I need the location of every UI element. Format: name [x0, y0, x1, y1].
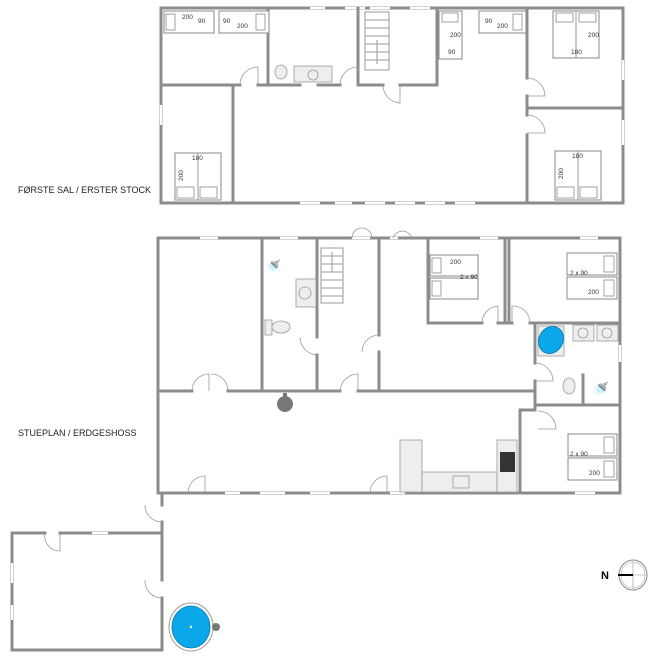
door[interactable]	[534, 362, 554, 382]
bed-twin: 200 2 x 90	[429, 254, 479, 300]
fridge	[399, 439, 423, 493]
bed-twin: 2 x 90 200	[566, 252, 618, 300]
spa-tub-icon	[538, 326, 564, 354]
sink-icon	[298, 286, 312, 300]
bed-double: 200 180	[552, 10, 600, 59]
svg-text:90: 90	[485, 18, 493, 25]
svg-text:200: 200	[588, 32, 599, 39]
bed-twin: 2 x 90 200	[567, 433, 618, 481]
toilet-tank	[264, 319, 273, 336]
door[interactable]	[361, 334, 380, 353]
svg-text:180: 180	[572, 153, 583, 160]
door[interactable]	[392, 230, 413, 239]
door[interactable]	[382, 84, 401, 104]
ground-floor: 🚿 🚿 200 2 x 90 2 x 90	[18, 227, 622, 495]
svg-text:200: 200	[497, 23, 508, 30]
svg-text:200: 200	[589, 470, 600, 477]
svg-text:90: 90	[223, 18, 231, 25]
svg-text:180: 180	[571, 49, 582, 56]
compass: N	[601, 559, 648, 591]
toilet-icon	[562, 377, 576, 395]
svg-text:200: 200	[237, 23, 248, 30]
svg-text:200: 200	[450, 32, 461, 39]
svg-text:2 x 90: 2 x 90	[570, 451, 588, 458]
door[interactable]	[44, 532, 61, 552]
door[interactable]	[144, 504, 163, 523]
staircase	[364, 11, 390, 71]
annex	[10, 491, 220, 652]
ground-floor-label: STUEPLAN / ERDGESHOSS	[18, 428, 137, 438]
door[interactable]	[481, 305, 499, 324]
double-door[interactable]	[191, 373, 229, 392]
door[interactable]	[526, 114, 546, 134]
toilet-icon	[271, 320, 291, 334]
door[interactable]	[187, 475, 206, 494]
cooktop-icon	[500, 452, 515, 472]
svg-text:180: 180	[192, 155, 203, 162]
shower-icon: 🚿	[593, 381, 609, 396]
shower-icon: 🚿	[266, 259, 281, 273]
sink-icon	[577, 327, 589, 339]
bed-double: 180 200	[554, 150, 602, 201]
north-label: N	[601, 570, 609, 582]
ground-outer-wall	[156, 236, 622, 495]
bed-single: 90 200	[218, 10, 270, 34]
upper-windows	[159, 6, 625, 205]
svg-text:200: 200	[178, 170, 185, 181]
door[interactable]	[351, 227, 373, 239]
bed-single: 90 200	[478, 10, 527, 34]
door[interactable]	[239, 66, 259, 86]
ground-windows	[200, 236, 622, 495]
staircase	[320, 247, 344, 304]
svg-text:200: 200	[182, 14, 193, 21]
upper-floor-label: FØRSTE SAL / ERSTER STOCK	[18, 185, 151, 195]
svg-text:90: 90	[198, 18, 206, 25]
svg-text:90: 90	[448, 49, 456, 56]
door[interactable]	[144, 579, 163, 599]
toilet-icon	[274, 64, 288, 80]
door[interactable]	[339, 373, 359, 392]
hot-tub-heater	[212, 623, 220, 631]
sink-icon	[307, 69, 319, 81]
fireplace-icon	[277, 396, 293, 412]
svg-text:200: 200	[450, 259, 461, 266]
door[interactable]	[526, 77, 546, 97]
bed-single: 200 90	[163, 10, 215, 34]
kitchen-sink-icon	[452, 475, 470, 489]
door[interactable]	[537, 410, 557, 430]
door[interactable]	[299, 336, 318, 356]
door[interactable]	[511, 305, 531, 324]
sink-icon	[601, 327, 613, 339]
svg-text:200: 200	[558, 168, 565, 179]
svg-text:2 x 90: 2 x 90	[570, 270, 588, 277]
svg-text:2 x 90: 2 x 90	[460, 274, 478, 281]
upper-floor: 200 90 90 200 200 90 90 200 200 180 180	[18, 6, 625, 205]
door[interactable]	[339, 66, 359, 86]
svg-text:200: 200	[588, 289, 599, 296]
bed-single: 200 90	[438, 10, 463, 60]
bed-double: 180 200	[174, 152, 222, 201]
door[interactable]	[369, 475, 388, 494]
